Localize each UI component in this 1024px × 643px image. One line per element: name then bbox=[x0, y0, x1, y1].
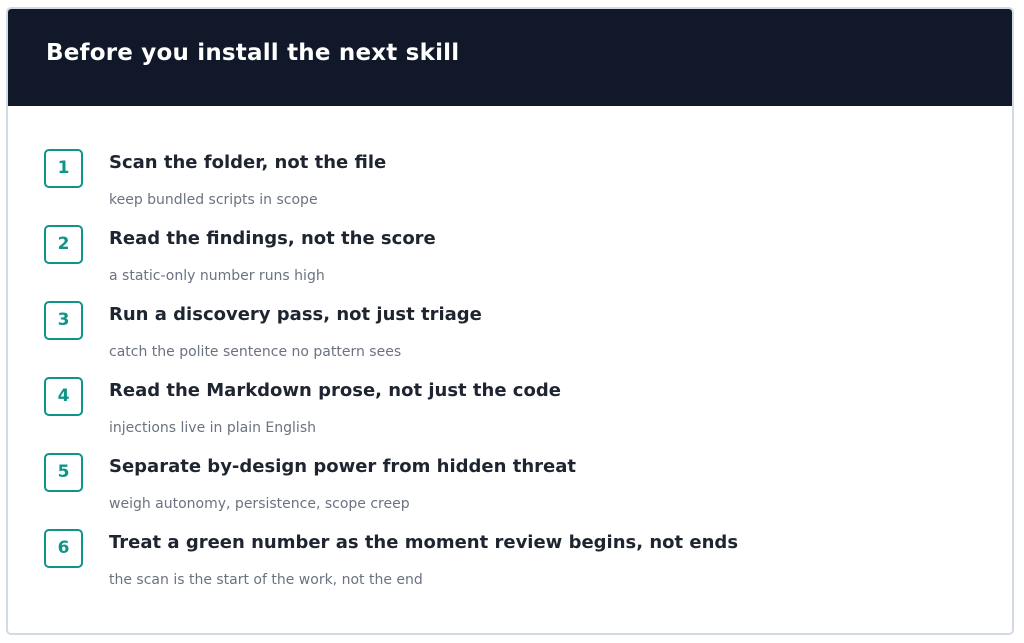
step-number-badge: 3 bbox=[44, 301, 83, 340]
step-number-badge: 1 bbox=[44, 149, 83, 188]
list-item: 2 Read the findings, not the score a sta… bbox=[8, 225, 1012, 301]
step-number-badge: 6 bbox=[44, 529, 83, 568]
list-item: 6 Treat a green number as the moment rev… bbox=[8, 529, 1012, 605]
step-number-badge: 4 bbox=[44, 377, 83, 416]
step-title: Run a discovery pass, not just triage bbox=[109, 304, 482, 325]
list-item: 5 Separate by-design power from hidden t… bbox=[8, 453, 1012, 529]
card-header: Before you install the next skill bbox=[8, 9, 1012, 106]
step-title: Scan the folder, not the file bbox=[109, 152, 387, 173]
checklist-card: Before you install the next skill 1 Scan… bbox=[6, 7, 1014, 635]
step-subtitle: weigh autonomy, persistence, scope creep bbox=[109, 496, 410, 512]
step-subtitle: keep bundled scripts in scope bbox=[109, 192, 318, 208]
list-item: 3 Run a discovery pass, not just triage … bbox=[8, 301, 1012, 377]
list-item: 4 Read the Markdown prose, not just the … bbox=[8, 377, 1012, 453]
step-number-badge: 5 bbox=[44, 453, 83, 492]
step-subtitle: injections live in plain English bbox=[109, 420, 316, 436]
step-title: Read the findings, not the score bbox=[109, 228, 436, 249]
steps-list: 1 Scan the folder, not the file keep bun… bbox=[8, 149, 1012, 605]
step-number-badge: 2 bbox=[44, 225, 83, 264]
step-title: Separate by-design power from hidden thr… bbox=[109, 456, 576, 477]
step-subtitle: the scan is the start of the work, not t… bbox=[109, 572, 423, 588]
list-item: 1 Scan the folder, not the file keep bun… bbox=[8, 149, 1012, 225]
step-title: Treat a green number as the moment revie… bbox=[109, 532, 739, 553]
step-subtitle: a static-only number runs high bbox=[109, 268, 325, 284]
step-subtitle: catch the polite sentence no pattern see… bbox=[109, 344, 402, 360]
step-title: Read the Markdown prose, not just the co… bbox=[109, 380, 561, 401]
page-title: Before you install the next skill bbox=[46, 40, 460, 66]
